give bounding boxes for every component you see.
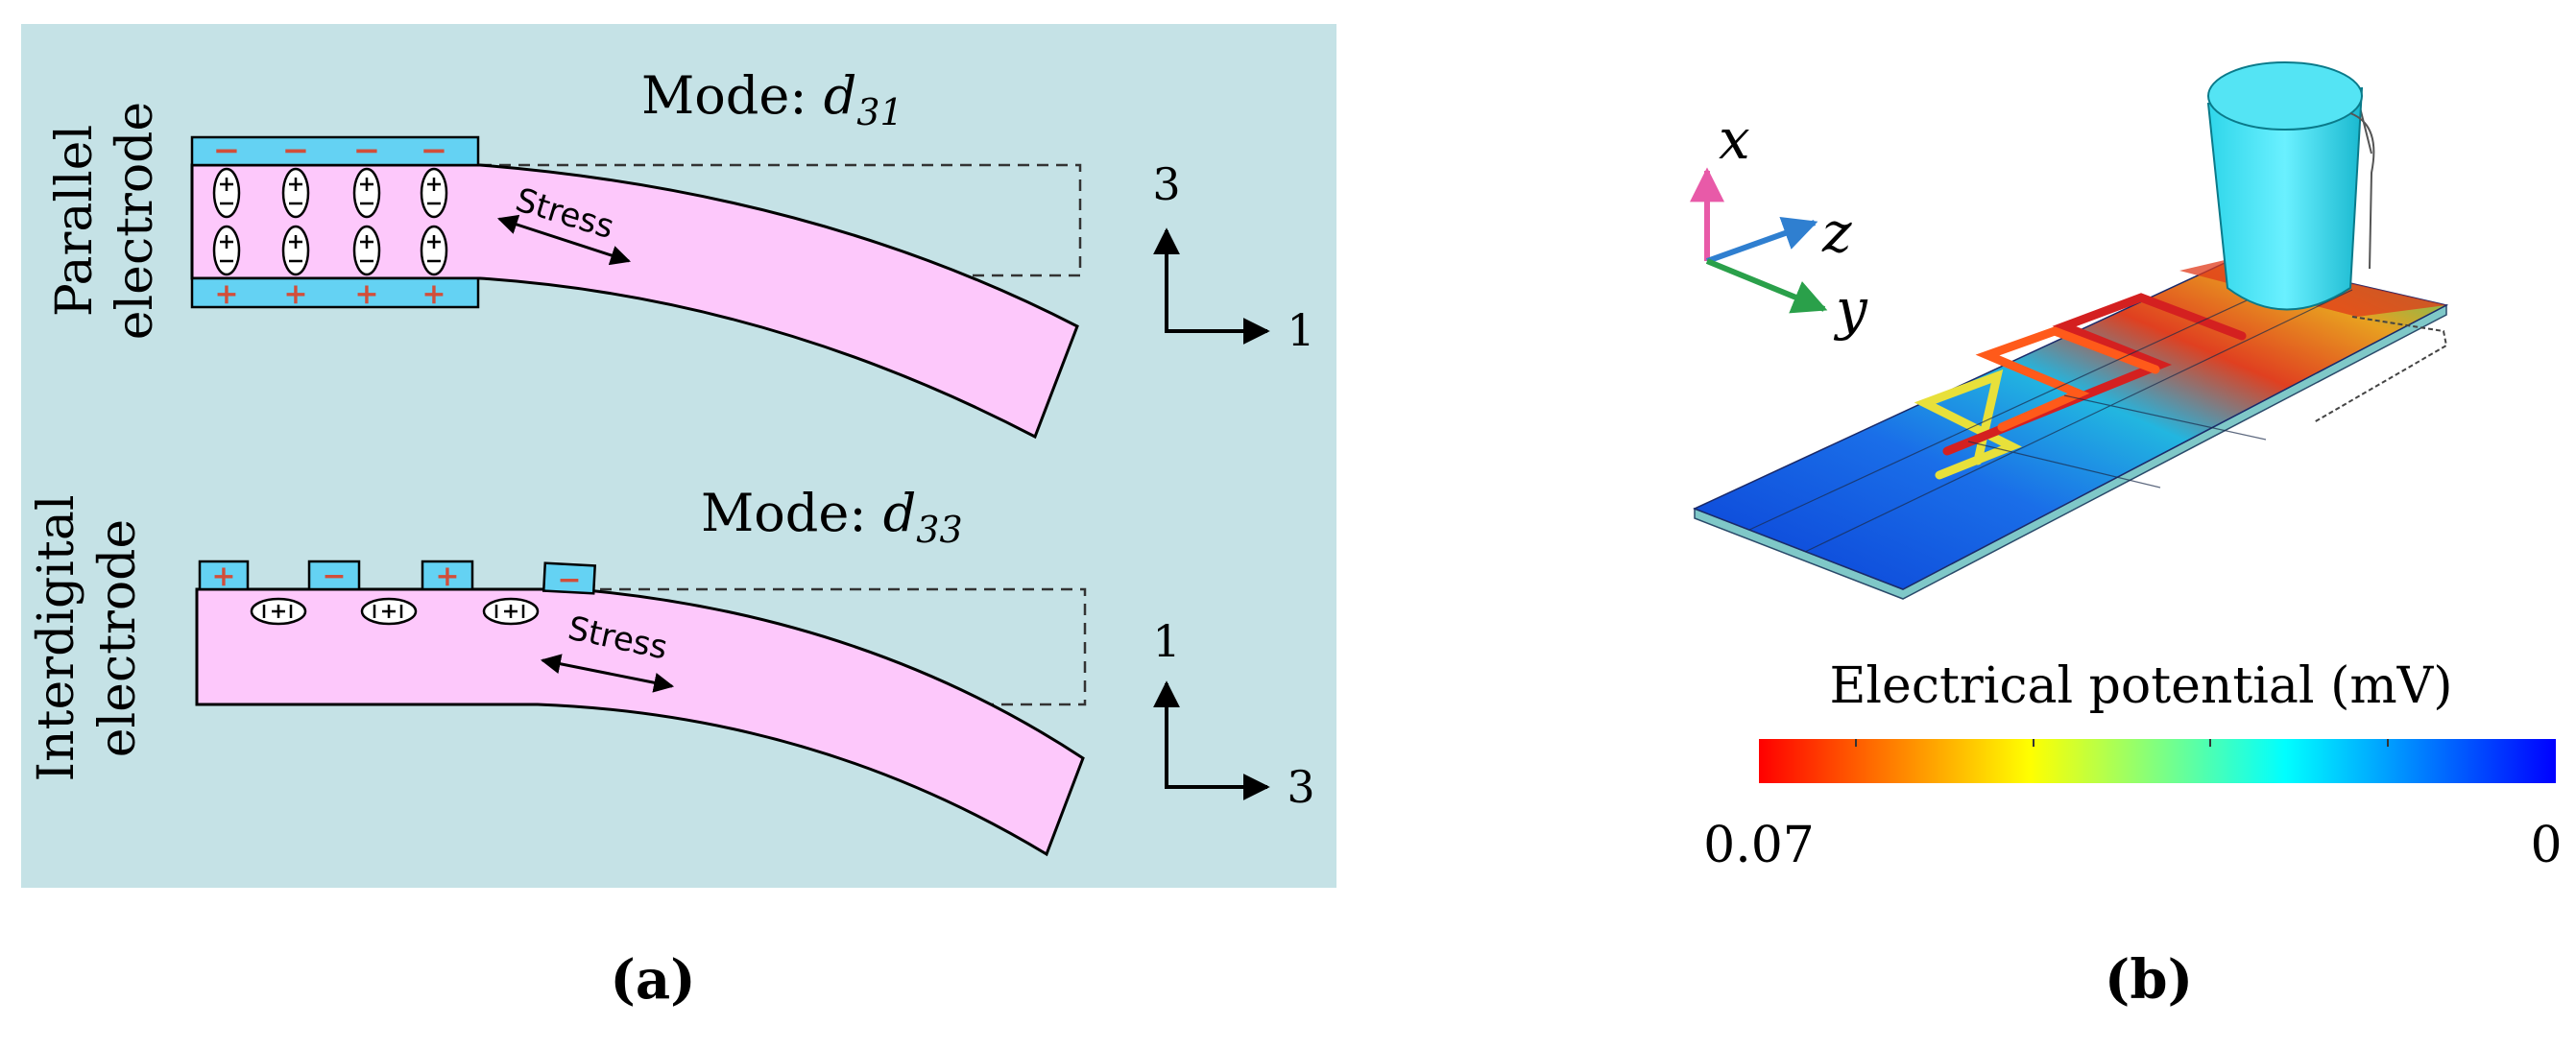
parallel-side-label-line2: electrode (107, 102, 164, 340)
dipole-icon (352, 167, 381, 219)
dipole-icon (482, 597, 540, 626)
parallel-bottom-charges: + + + + (214, 277, 445, 311)
parallel-dipoles (212, 167, 448, 276)
loading-cylinder (2206, 61, 2375, 311)
colorbar-min-label: 0.07 (1703, 817, 1815, 874)
parallel-axis-vertical-label: 3 (1152, 158, 1180, 210)
interdigital-side-label-line2: electrode (89, 519, 147, 757)
parallel-axis-horizontal-label: 1 (1287, 304, 1314, 356)
panel-b: x z y (1690, 61, 2563, 1012)
finger-electrode (421, 560, 474, 591)
dipole-icon (281, 225, 310, 276)
colorbar-max-label: 0 (2530, 817, 2562, 874)
z-axis-arrow (1705, 216, 1818, 264)
parallel-bottom-charge: + (283, 277, 307, 311)
finger-electrode (542, 561, 597, 595)
y-axis-label: y (1833, 276, 1868, 342)
interdigital-axis-vertical-label: 1 (1152, 615, 1180, 667)
plate-undeformed-outline (2313, 316, 2448, 423)
parallel-mode-label: Mode: d31 (641, 65, 903, 133)
finger-electrode-charge: − (322, 560, 346, 593)
interdigital-finger-electrodes (198, 560, 597, 595)
parallel-top-charge: − (282, 131, 310, 170)
finger-electrode (198, 560, 250, 591)
colorbar-ticks (1855, 739, 2389, 747)
x-axis-label: x (1719, 107, 1750, 172)
parallel-beam (190, 163, 1079, 440)
dipole-icon (212, 225, 241, 276)
interdigital-side-label-line1: Interdigital (28, 495, 85, 782)
colorbar-title: Electrical potential (mV) (1829, 657, 2452, 715)
plate-interdigital-pattern (1914, 293, 2247, 480)
parallel-top-charge: − (421, 131, 448, 170)
interdigital-electrode-charges: + − + − (211, 560, 581, 597)
panel-b-caption: (b) (2105, 948, 2193, 1012)
plate-mesh-lines (1748, 277, 2353, 553)
parallel-bottom-charge: + (214, 277, 238, 311)
parallel-stress-arrow (497, 214, 631, 266)
panel-b-coordinate-axes: x z y (1690, 107, 1868, 342)
interdigital-mode-label: Mode: d33 (701, 483, 963, 551)
colorbar-gradient (1759, 739, 2556, 783)
finger-electrode-charge: + (435, 560, 459, 593)
interdigital-axes-indicator: 1 3 (1152, 615, 1314, 813)
parallel-side-label-line1: Parallel (46, 125, 104, 317)
dipole-icon (360, 597, 418, 626)
z-axis-label: z (1821, 200, 1852, 265)
dipole-icon (420, 225, 448, 276)
interdigital-dipoles (250, 597, 540, 626)
interdigital-axis-horizontal-label: 3 (1287, 761, 1314, 813)
parallel-electrode-diagram: Parallel electrode Mode: d31 − − − − + + (46, 65, 1315, 440)
parallel-top-electrode (190, 135, 480, 167)
panel-a-caption: (a) (610, 948, 695, 1012)
dipole-icon (212, 167, 241, 219)
finger-electrode (307, 560, 361, 591)
interdigital-stress-arrow (540, 654, 675, 693)
simulation-plate (1693, 95, 2449, 600)
parallel-bottom-charge: + (354, 277, 378, 311)
finger-electrode-charge: + (211, 560, 235, 593)
dipole-icon (281, 167, 310, 219)
finger-electrode-charge: − (557, 563, 581, 597)
cylinder-body (2206, 86, 2364, 311)
interdigital-electrode-diagram: Interdigital electrode Mode: d33 + − + − (28, 483, 1315, 857)
parallel-bottom-charge: + (421, 277, 445, 311)
interdigital-beam (195, 587, 1085, 857)
panel-a: Parallel electrode Mode: d31 − − − − + + (21, 24, 1336, 1012)
parallel-bottom-electrode (190, 276, 480, 309)
cylinder-top (2207, 61, 2363, 131)
parallel-top-charge: − (213, 131, 241, 170)
parallel-top-charge: − (353, 131, 381, 170)
y-axis-arrow (1705, 258, 1828, 314)
dipole-icon (420, 167, 448, 219)
dipole-icon (352, 225, 381, 276)
cylinder-ghost-outline (2349, 112, 2375, 270)
parallel-top-charges: − − − − (213, 131, 448, 170)
colorbar: Electrical potential (mV) 0.07 0 (1703, 657, 2562, 874)
dipole-icon (250, 597, 307, 626)
parallel-axes-indicator: 3 1 (1152, 158, 1314, 356)
